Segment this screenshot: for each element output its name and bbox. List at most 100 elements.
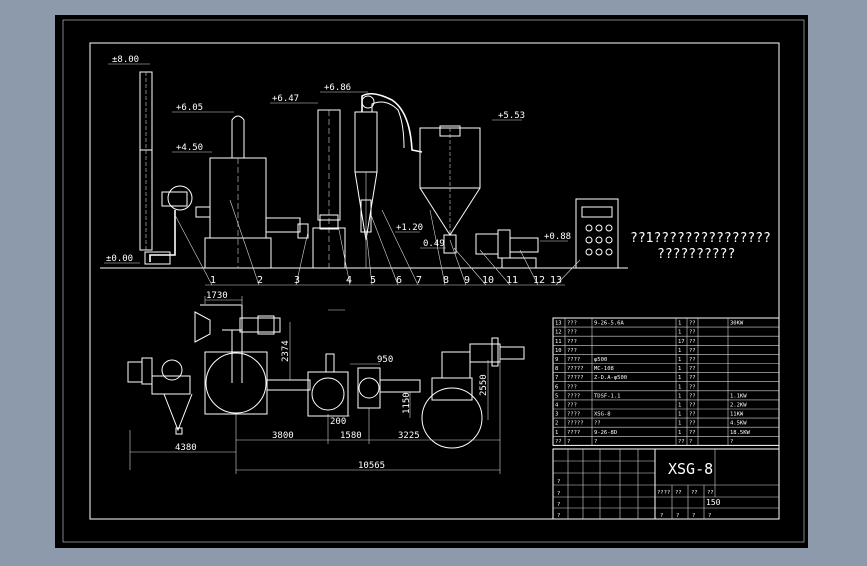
tb-cell-10: ? xyxy=(676,513,679,519)
callout-9: 9 xyxy=(464,275,470,286)
parts-table-cell: 11 xyxy=(555,339,562,345)
parts-table-cell: TDSF-1.1 xyxy=(594,393,621,399)
parts-table-cell: ??? xyxy=(567,403,577,409)
elevation-6-05: +6.05 xyxy=(176,103,203,113)
side-note-line-1: ??1??????????????? xyxy=(630,231,771,246)
dim-3225: 3225 xyxy=(398,431,420,441)
tb-cell-2: ? xyxy=(557,491,560,497)
parts-table-header-cell: ?? xyxy=(678,439,685,445)
parts-table-cell: 1 xyxy=(678,421,681,427)
parts-table-cell: 4 xyxy=(555,403,559,409)
parts-table-cell: φ500 xyxy=(594,357,607,363)
parts-table-cell: ???? xyxy=(567,393,580,399)
parts-table-cell: 9 xyxy=(555,357,558,363)
parts-table-cell: ????? xyxy=(567,366,584,372)
parts-table-cell: 1 xyxy=(678,403,681,409)
callout-4: 4 xyxy=(346,275,352,286)
parts-table-cell: ??? xyxy=(567,384,577,390)
tb-cell-9: ? xyxy=(660,513,663,519)
inner-frame xyxy=(89,42,780,520)
parts-table-cell: 1 xyxy=(678,430,681,436)
elevation-labels: ±8.00 +6.05 +6.47 +6.86 +4.50 +5.53 +1.2… xyxy=(106,55,571,264)
dim-10565: 10565 xyxy=(358,461,385,471)
parts-table-cell: ?? xyxy=(689,384,696,390)
dim-1150: 1150 xyxy=(402,392,412,414)
dim-4380: 4380 xyxy=(175,443,197,453)
tb-cell-12: ? xyxy=(708,513,711,519)
parts-table-cell: 1 xyxy=(555,430,558,436)
dim-2550: 2550 xyxy=(479,374,489,396)
callout-10: 10 xyxy=(482,275,494,286)
callout-5: 5 xyxy=(370,275,376,286)
parts-table-cell: 3 xyxy=(555,412,558,418)
dim-950: 950 xyxy=(377,355,393,365)
callout-3: 3 xyxy=(294,275,300,286)
parts-table-header-cell: ? xyxy=(689,439,692,445)
callout-6: 6 xyxy=(396,275,402,286)
outer-frame xyxy=(62,19,805,543)
parts-table-cell: ?? xyxy=(689,403,696,409)
parts-table-cell: 1 xyxy=(678,321,681,327)
tb-cell-8: ?? xyxy=(707,490,714,496)
drawing-sheet xyxy=(55,15,808,548)
parts-table-cell: 11KW xyxy=(730,412,744,418)
callout-11: 11 xyxy=(506,275,518,286)
parts-table-cell: ?? xyxy=(689,348,696,354)
dim-2374: 2374 xyxy=(281,340,291,362)
parts-table-cell: ?? xyxy=(689,321,696,327)
parts-table-cell: ?? xyxy=(689,393,696,399)
callout-12: 12 xyxy=(533,275,545,286)
parts-table-cell: 10 xyxy=(555,348,562,354)
parts-table-cell: ?? xyxy=(689,339,696,345)
tb-cell-11: ? xyxy=(692,513,695,519)
callout-2: 2 xyxy=(257,275,263,286)
parts-table-cell: ??? xyxy=(567,348,577,354)
callout-1: 1 xyxy=(210,275,216,286)
parts-table-cell: 17 xyxy=(678,339,685,345)
parts-table-header-cell: ?? xyxy=(555,439,562,445)
elevation-6-86: +6.86 xyxy=(324,83,351,93)
parts-table-cell: 4.5KW xyxy=(730,421,747,427)
tb-cell-1: ? xyxy=(557,479,560,485)
parts-table-cell: 8 xyxy=(555,366,558,372)
elevation-0-88: +0.88 xyxy=(544,232,571,242)
parts-table-cell: 13 xyxy=(555,321,562,327)
tb-cell-4: ? xyxy=(557,513,560,519)
parts-table-cell: 2 xyxy=(555,421,558,427)
parts-table-cell: ???? xyxy=(567,430,580,436)
parts-table-cell: 1 xyxy=(678,384,681,390)
parts-table-cell: ???? xyxy=(567,412,580,418)
dimension-labels: 1730 2374 950 200 1150 2550 4380 3800 15… xyxy=(175,291,489,471)
callout-8: 8 xyxy=(443,275,449,286)
parts-table-cell: 5 xyxy=(555,393,558,399)
drawing-title: XSG-8 xyxy=(668,460,713,478)
parts-table-cell: Z-D.A-φ500 xyxy=(594,375,627,381)
elevation-6-47: +6.47 xyxy=(272,94,299,104)
side-note-line-2: ?????????? xyxy=(657,247,735,262)
parts-table-cell: 1.1KW xyxy=(730,393,747,399)
parts-table-cell: 1 xyxy=(678,348,681,354)
parts-table-cell: 2.2KW xyxy=(730,403,747,409)
parts-table-cell: 18.5KW xyxy=(730,430,751,436)
parts-table-cell: ?? xyxy=(689,412,696,418)
tb-cell-7: ?? xyxy=(691,490,698,496)
parts-table-cell: 1 xyxy=(678,375,681,381)
parts-table-cell: ??? xyxy=(567,339,577,345)
parts-table-cell: 1 xyxy=(678,393,681,399)
tb-cell-5: ???? xyxy=(657,490,670,496)
elevation-0-49: 0.49 xyxy=(423,239,445,249)
parts-table-cell: ??? xyxy=(567,321,577,327)
tb-cell-3: ? xyxy=(557,502,560,508)
parts-table-cell: 9-26-8D xyxy=(594,430,617,436)
parts-table-cell: ?? xyxy=(689,330,696,336)
dim-3800: 3800 xyxy=(272,431,294,441)
dim-200: 200 xyxy=(330,417,346,427)
callout-13: 13 xyxy=(550,275,562,286)
plan-view xyxy=(127,296,525,474)
parts-table-cell: ???? xyxy=(567,357,580,363)
parts-table-cell: MC-108 xyxy=(594,366,614,372)
parts-table-cell: ????? xyxy=(567,375,584,381)
parts-table-cell: ????? xyxy=(567,421,584,427)
